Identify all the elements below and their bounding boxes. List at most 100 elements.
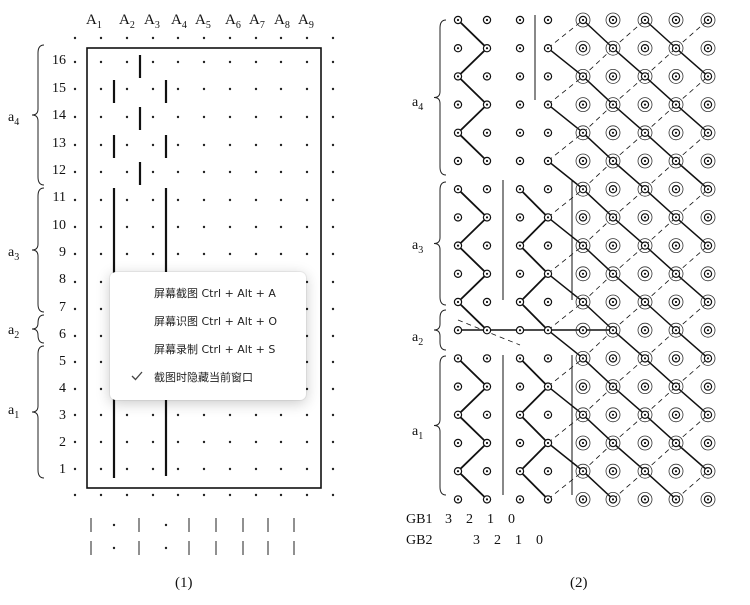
grid-dot	[228, 252, 232, 256]
atlas-back-line	[582, 104, 614, 133]
atlas-back-line	[612, 245, 646, 274]
grid-dot	[99, 170, 103, 174]
needle-point-center	[581, 103, 585, 106]
atlas-lapping-line	[675, 386, 709, 416]
row-number: 1	[59, 462, 66, 477]
grid-dot	[151, 36, 155, 40]
col-header-a1: A1	[86, 12, 102, 31]
atlas-back-line	[582, 47, 614, 77]
needle-point-ring	[575, 407, 591, 423]
needle-point-center	[456, 159, 460, 163]
needle-point-ring	[700, 435, 716, 451]
needle-point-center	[546, 75, 550, 78]
grid-dot	[99, 360, 103, 364]
menu-item-hide-window-on-capture[interactable]: 截图时隐藏当前窗口	[114, 364, 302, 390]
needle-point-ring	[637, 435, 653, 451]
grid-dot	[73, 198, 77, 202]
needle-point-ring	[637, 379, 653, 395]
grid-dot	[331, 360, 335, 364]
atlas-lapping-line	[547, 273, 584, 303]
grid-dot	[202, 225, 206, 229]
needle-point-center	[674, 329, 678, 332]
grid-dot	[73, 36, 77, 40]
atlas-back-line	[644, 47, 677, 77]
grid-dot	[125, 115, 129, 119]
grid-dot	[331, 198, 335, 202]
needle-point-center	[456, 75, 460, 78]
grid-dot	[254, 493, 258, 497]
needle-point-ring	[605, 379, 621, 395]
needle-point-center	[611, 441, 615, 445]
grid-dot	[99, 467, 103, 471]
row-number: 13	[52, 136, 66, 151]
front-lapping-line	[457, 216, 488, 247]
needle-point-center	[518, 244, 522, 247]
front-lapping-line	[519, 385, 549, 416]
needle-point-ring	[700, 40, 716, 56]
needle-point-ring	[668, 350, 684, 366]
needle-point-center	[485, 75, 489, 78]
needle-point-center	[611, 131, 615, 134]
grid-dot	[73, 440, 77, 444]
needle-point-ring	[605, 322, 621, 338]
menu-item-screen-recording[interactable]: 屏幕录制 Ctrl + Alt + S	[114, 336, 302, 362]
grid-dot	[125, 440, 129, 444]
grid-dot	[125, 467, 129, 471]
brace	[433, 181, 447, 306]
grid-dot	[331, 252, 335, 256]
menu-item-screen-capture[interactable]: 屏幕截图 Ctrl + Alt + A	[114, 280, 302, 306]
front-lapping-line	[457, 103, 488, 134]
atlas-back-line	[644, 160, 677, 190]
figure-2-lapping-lines	[457, 15, 709, 501]
needle-point-ring	[575, 350, 591, 366]
needle-point-ring	[637, 97, 653, 112]
atlas-lapping-line	[582, 245, 614, 275]
grid-dot	[254, 467, 258, 471]
menu-item-screen-recognition[interactable]: 屏幕识图 Ctrl + Alt + O	[114, 308, 302, 334]
atlas-back-line	[547, 76, 584, 105]
needle-point-ring	[668, 322, 684, 338]
needle-point-ring	[637, 266, 653, 282]
needle-point-ring	[637, 181, 653, 197]
grid-dot	[331, 143, 335, 147]
grid-dot	[99, 493, 103, 497]
needle-point-center	[546, 216, 550, 219]
grid-dot	[305, 440, 309, 444]
needle-point-ring	[575, 379, 591, 395]
atlas-lapping-line	[644, 75, 677, 105]
needle-point-center	[611, 272, 615, 275]
grid-dot	[228, 36, 232, 40]
menu-item-label: 屏幕识图 Ctrl + Alt + O	[154, 315, 278, 328]
atlas-lapping-line	[547, 329, 584, 359]
needle-point-center	[485, 188, 489, 191]
needle-point-ring	[668, 491, 684, 507]
needle-point-ring	[575, 125, 591, 141]
figure-1-braces	[31, 44, 45, 479]
atlas-back-line	[582, 329, 614, 359]
grid-dot	[279, 170, 283, 174]
needle-point-center	[643, 103, 647, 106]
col-header-a2: A2	[119, 12, 135, 31]
grid-dot	[99, 198, 103, 202]
front-lapping-line	[519, 470, 549, 501]
needle-point-ring	[700, 379, 716, 395]
atlas-lapping-line	[582, 75, 614, 105]
front-lapping-line	[519, 357, 549, 388]
needle-point-center	[706, 329, 710, 332]
grid-dot	[305, 225, 309, 229]
grid-dot	[331, 87, 335, 91]
atlas-back-line	[547, 188, 584, 218]
front-lapping-line	[457, 273, 488, 303]
grid-dot	[305, 198, 309, 202]
needle-point-center	[546, 131, 550, 134]
needle-point-center	[485, 441, 489, 445]
needle-point-center	[674, 244, 678, 247]
grid-dot	[176, 198, 180, 202]
grid-dot	[176, 87, 180, 91]
needle-point-ring	[668, 294, 684, 310]
needle-point-ring	[605, 294, 621, 310]
needle-point-center	[674, 470, 678, 473]
atlas-lapping-line	[644, 132, 677, 162]
grid-dot	[331, 387, 335, 391]
needle-point-center	[456, 216, 460, 219]
